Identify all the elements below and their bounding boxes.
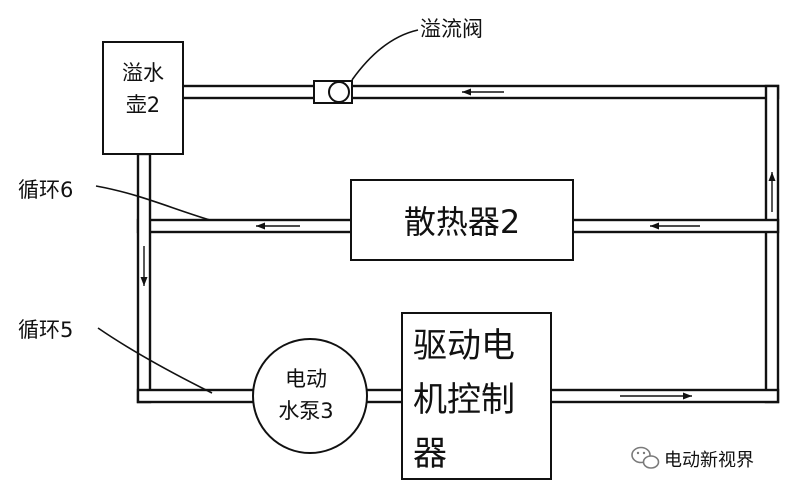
flow-arrowhead-left xyxy=(140,277,148,286)
joint-bottom-left xyxy=(139,391,149,401)
overflow-valve-label: 溢流阀 xyxy=(420,17,483,41)
overflow-tank xyxy=(102,41,184,155)
joint-top-right xyxy=(767,87,777,97)
tank-label-line1: 溢水 xyxy=(122,61,164,85)
tank-label-line2: 壶2 xyxy=(126,93,160,117)
pump-label-line1: 电动 xyxy=(285,367,327,391)
right-pipe xyxy=(764,84,780,404)
circuit5-leader xyxy=(97,327,213,394)
circuit6-leader xyxy=(95,185,211,221)
joint-mid-left xyxy=(139,221,149,231)
joint-mid-right xyxy=(767,221,777,231)
flow-arrowhead-mid-right xyxy=(650,222,659,230)
wechat-icon xyxy=(631,446,660,469)
flow-arrowhead-bottom xyxy=(683,392,692,400)
controller-label-line3: 器 xyxy=(413,434,447,474)
flow-arrowhead-mid-left xyxy=(256,222,265,230)
electric-pump xyxy=(252,338,368,454)
circuit6-label: 循环6 xyxy=(18,178,73,202)
flow-arrowhead-top xyxy=(462,88,471,96)
radiator-label: 散热器2 xyxy=(404,203,520,241)
circuit5-label: 循环5 xyxy=(18,318,73,342)
motor-controller-box xyxy=(401,312,552,480)
flow-arrowhead-right xyxy=(768,172,776,181)
radiator-box xyxy=(350,179,574,261)
watermark-text: 电动新视界 xyxy=(664,450,754,471)
pump-label-line2: 水泵3 xyxy=(278,399,333,423)
overflow-valve-disc xyxy=(328,81,350,103)
overflow-valve-leader xyxy=(351,29,419,81)
joint-bottom-right xyxy=(767,391,777,401)
controller-label-line1: 驱动电 xyxy=(413,326,515,366)
controller-label-line2: 机控制 xyxy=(413,380,515,420)
